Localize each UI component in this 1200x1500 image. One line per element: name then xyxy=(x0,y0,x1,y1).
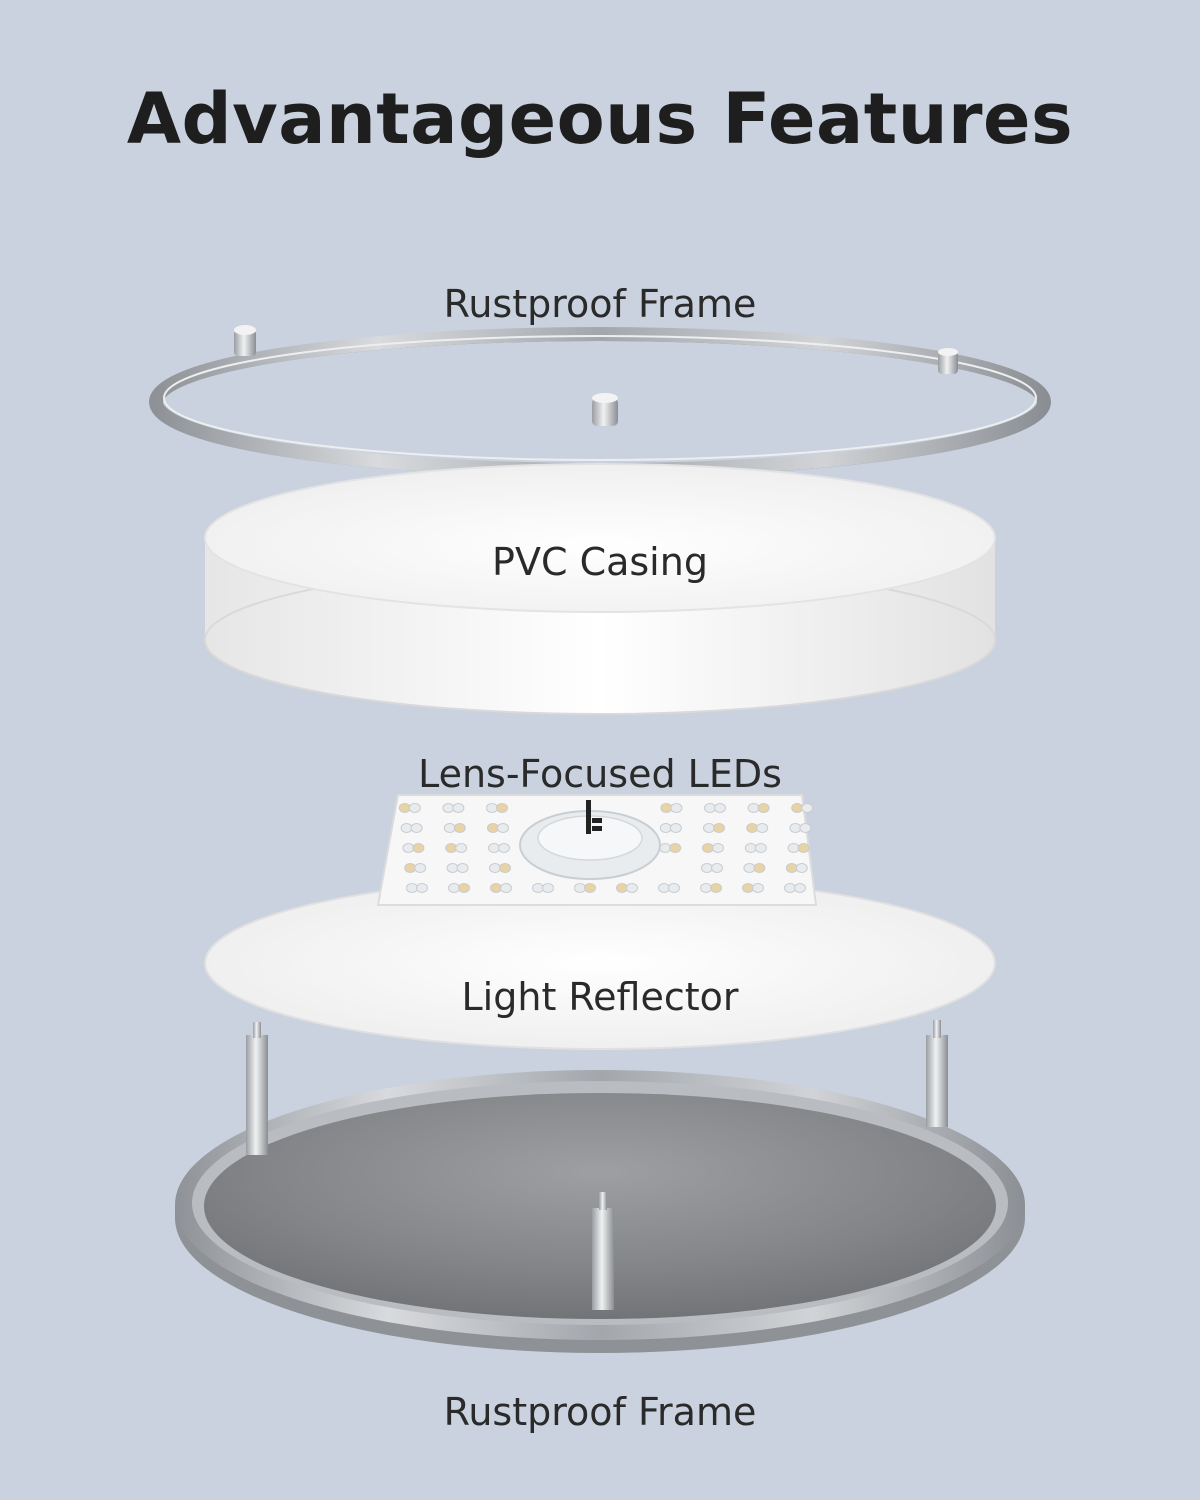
led-chip xyxy=(404,863,417,873)
led-chip xyxy=(795,863,808,873)
led-chip xyxy=(487,823,499,833)
led-chip xyxy=(414,863,427,873)
led-chip xyxy=(791,803,804,813)
led-chip xyxy=(710,883,722,893)
page-title: Advantageous Features xyxy=(126,78,1074,160)
led-chip xyxy=(714,803,726,813)
led-board xyxy=(376,794,818,906)
led-chip xyxy=(446,863,459,873)
led-chip xyxy=(542,883,554,893)
label-light-reflector: Light Reflector xyxy=(461,975,739,1019)
frame-pin-right xyxy=(938,348,958,374)
led-chip xyxy=(704,803,716,813)
led-chip xyxy=(797,843,810,853)
led-chip xyxy=(456,863,469,873)
led-chip xyxy=(458,883,470,893)
led-chip xyxy=(713,823,725,833)
led-chip xyxy=(453,823,466,833)
label-lens-focused-leds: Lens-Focused LEDs xyxy=(418,752,782,796)
led-chip xyxy=(584,883,596,893)
led-array xyxy=(398,803,814,893)
base-pin-center xyxy=(592,1192,614,1310)
led-chip xyxy=(701,863,713,873)
led-chip xyxy=(712,843,724,853)
led-chip xyxy=(452,803,465,813)
led-chip xyxy=(746,823,759,833)
led-chip xyxy=(670,803,683,813)
label-pvc-casing: PVC Casing xyxy=(492,540,708,584)
led-chip xyxy=(702,843,714,853)
led-chip xyxy=(794,883,806,893)
led-chip xyxy=(754,843,767,853)
led-chip xyxy=(669,823,682,833)
led-chip xyxy=(442,803,455,813)
led-chip xyxy=(743,863,756,873)
led-chip xyxy=(488,843,500,853)
label-rustproof-frame-top: Rustproof Frame xyxy=(443,282,757,326)
led-chip xyxy=(711,863,723,873)
led-chip xyxy=(787,843,800,853)
led-chip xyxy=(756,823,769,833)
frame-pin-left xyxy=(234,325,256,356)
led-chip xyxy=(784,883,796,893)
led-chip xyxy=(757,803,770,813)
led-chip xyxy=(703,823,715,833)
led-chip xyxy=(744,843,757,853)
led-chip xyxy=(410,823,423,833)
led-chip xyxy=(455,843,468,853)
led-chip xyxy=(400,823,413,833)
led-chip xyxy=(500,883,512,893)
led-chip xyxy=(486,803,498,813)
led-chip xyxy=(785,863,798,873)
label-rustproof-frame-bottom: Rustproof Frame xyxy=(443,1390,757,1434)
led-chip xyxy=(448,883,460,893)
led-chip xyxy=(499,863,511,873)
led-chip xyxy=(402,843,415,853)
rustproof-frame-top xyxy=(149,325,1051,477)
led-chip xyxy=(574,883,586,893)
led-chip xyxy=(668,883,680,893)
led-chip xyxy=(496,803,508,813)
base-pin-left xyxy=(246,1022,268,1155)
led-chip xyxy=(532,883,544,893)
led-chip xyxy=(799,823,812,833)
led-connector xyxy=(519,800,661,880)
led-chip xyxy=(445,843,458,853)
led-chip xyxy=(408,803,421,813)
led-chip xyxy=(626,883,638,893)
led-chip xyxy=(398,803,411,813)
led-chip xyxy=(416,883,428,893)
led-chip xyxy=(490,883,502,893)
base-pin-right xyxy=(926,1020,948,1127)
led-chip xyxy=(801,803,814,813)
led-chip xyxy=(489,863,501,873)
pvc-casing xyxy=(204,463,996,715)
led-chip xyxy=(742,883,754,893)
led-chip xyxy=(443,823,456,833)
led-chip xyxy=(498,843,510,853)
led-chip xyxy=(753,863,766,873)
led-chip xyxy=(659,843,672,853)
led-chip xyxy=(658,883,670,893)
led-chip xyxy=(669,843,682,853)
led-chip xyxy=(752,883,764,893)
led-chip xyxy=(747,803,760,813)
led-chip xyxy=(497,823,509,833)
frame-pin-center xyxy=(592,393,618,426)
led-chip xyxy=(616,883,628,893)
led-chip xyxy=(789,823,802,833)
led-chip xyxy=(659,823,672,833)
led-chip xyxy=(660,803,673,813)
led-chip xyxy=(406,883,418,893)
led-chip xyxy=(412,843,425,853)
rustproof-frame-bottom xyxy=(175,1020,1025,1353)
led-chip xyxy=(700,883,712,893)
